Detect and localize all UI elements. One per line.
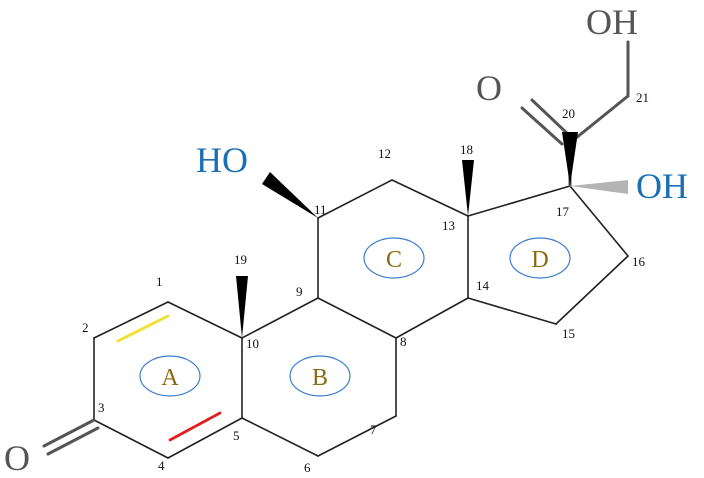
atom-number-3: 3 (98, 400, 105, 415)
atom-number-19: 19 (234, 252, 247, 267)
atom-number-17: 17 (556, 204, 570, 219)
bond-16-15 (555, 255, 629, 325)
atom-number-21: 21 (636, 90, 649, 105)
side-chain-bonds (520, 40, 630, 188)
bond-1-2 (93, 301, 169, 339)
oh-top-label: OH (586, 2, 638, 42)
bond-14-8 (395, 297, 469, 339)
atom-number-7: 7 (370, 422, 377, 437)
atom-number-labels: 1 2 3 4 5 6 7 8 9 10 11 12 13 14 15 16 1… (82, 90, 649, 475)
atom-number-1: 1 (156, 274, 163, 289)
bond-6-7 (317, 415, 397, 457)
wedge-bond-13-18 (462, 160, 474, 216)
double-bond-1-2-highlight (116, 314, 170, 343)
atom-number-9: 9 (296, 284, 303, 299)
oh-right-label: OH (636, 166, 688, 206)
ring-b-bonds (241, 297, 397, 457)
bond-4-5 (167, 417, 243, 459)
carbonyl-3-line-b (46, 426, 100, 456)
carbonyl-3-line-a (42, 418, 96, 448)
hashed-bond-17-oh (570, 180, 628, 194)
carbonyl-20-line-a (530, 98, 572, 138)
atom-number-15: 15 (562, 326, 575, 341)
atom-number-20: 20 (562, 106, 575, 121)
wedge-bond-11-oh (262, 172, 318, 218)
wedge-bond-17-20 (562, 132, 578, 186)
bond-13-17 (467, 185, 571, 217)
ring-d-circle (509, 237, 571, 279)
bond-11-12 (317, 179, 393, 219)
bond-15-14 (467, 297, 557, 325)
o-ketone-top-label: O (476, 68, 502, 108)
atom-number-8: 8 (400, 334, 407, 349)
wedge-bond-10-19 (236, 276, 248, 338)
atom-number-18: 18 (460, 142, 473, 157)
ring-a-label: A (161, 365, 179, 391)
bond-8-9 (317, 297, 397, 339)
o-ketone-bottom-label: O (4, 438, 30, 478)
atom-number-6: 6 (304, 460, 311, 475)
bond-5-6 (241, 417, 319, 457)
ring-a-circle (139, 355, 201, 397)
atom-number-4: 4 (158, 458, 165, 473)
ketone-c3-bonds (42, 418, 100, 456)
atom-number-5: 5 (233, 428, 240, 443)
atom-number-11: 11 (314, 202, 327, 217)
bond-12-13 (391, 179, 469, 217)
bond-20-21 (574, 94, 630, 140)
ring-c-circle (363, 237, 425, 279)
atom-number-13: 13 (442, 218, 455, 233)
bond-3-4 (93, 419, 169, 459)
bond-10-1 (167, 301, 243, 339)
atom-number-14: 14 (476, 278, 490, 293)
atom-number-10: 10 (246, 336, 259, 351)
ho-left-label: HO (196, 140, 248, 180)
ring-b-label: B (312, 365, 328, 391)
ring-a-bonds (93, 301, 243, 459)
ring-c-bonds (317, 179, 469, 339)
bond-17-16 (569, 185, 629, 257)
ring-d-label: D (531, 247, 548, 273)
bond-9-10 (241, 297, 319, 339)
atom-number-16: 16 (632, 254, 646, 269)
atom-number-12: 12 (378, 146, 391, 161)
ring-b-circle (289, 355, 351, 397)
ring-c-label: C (386, 247, 402, 273)
atom-number-2: 2 (82, 320, 89, 335)
double-bond-4-5-highlight (168, 411, 222, 442)
ring-d-bonds (467, 185, 629, 325)
carbonyl-20-line-b (520, 106, 564, 146)
